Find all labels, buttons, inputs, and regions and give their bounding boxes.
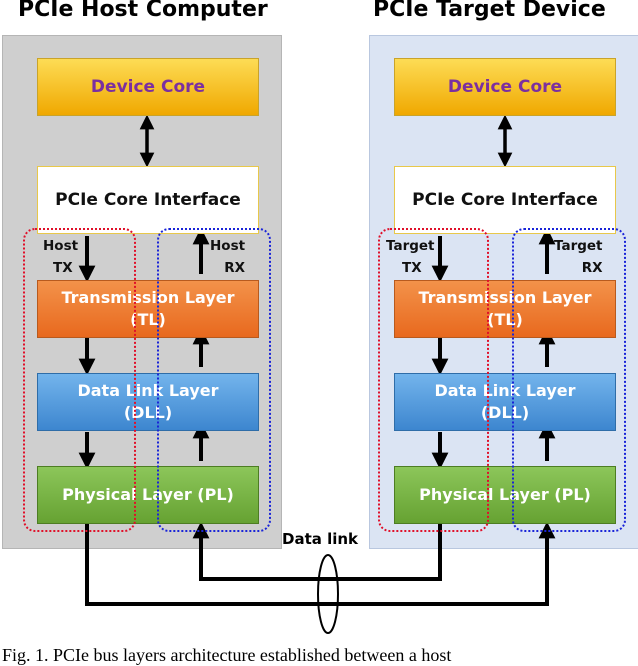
- link-target-rx: [85, 521, 556, 606]
- host-device-core: Device Core: [37, 58, 259, 116]
- host-tl-line1: Transmission Layer: [61, 288, 235, 308]
- link-host-rx: [192, 521, 442, 581]
- host-dll-line1: Data Link Layer: [77, 381, 219, 401]
- target-dll-line1: Data Link Layer: [434, 381, 576, 401]
- data-link-bundle: [317, 554, 339, 634]
- host-rx-label: Host RX: [210, 236, 245, 279]
- target-core-interface-label: PCIe Core Interface: [412, 189, 598, 210]
- host-tx-region: [23, 228, 136, 532]
- figure-caption: Fig. 1. PCIe bus layers architecture est…: [2, 645, 452, 665]
- target-pl-label: Physical Layer (PL): [419, 485, 591, 505]
- target-rx-label-line1: Target: [554, 238, 603, 254]
- host-core-interface-label: PCIe Core Interface: [55, 189, 241, 210]
- host-title: PCIe Host Computer: [18, 0, 268, 22]
- target-tx-region: [378, 228, 489, 532]
- data-link-label: Data link: [282, 530, 359, 548]
- host-rx-label-line1: Host: [210, 238, 246, 254]
- target-device-core-label: Device Core: [447, 76, 563, 97]
- host-tx-label: Host TX: [43, 236, 78, 279]
- target-physical-layer: Physical Layer (PL): [394, 466, 616, 524]
- host-tl-line2: (TL): [130, 310, 166, 329]
- target-tx-label-line1: Target: [386, 238, 435, 254]
- target-dll-line2: (DLL): [480, 403, 530, 422]
- host-tx-label-line2: TX: [53, 259, 73, 276]
- host-device-core-label: Device Core: [90, 76, 206, 97]
- target-rx-label-line2: RX: [581, 259, 603, 276]
- host-core-interface: PCIe Core Interface: [37, 166, 259, 234]
- host-physical-layer: Physical Layer (PL): [37, 466, 259, 524]
- target-title: PCIe Target Device: [373, 0, 606, 22]
- host-pl-label: Physical Layer (PL): [62, 485, 234, 505]
- target-tl-line1: Transmission Layer: [418, 288, 592, 308]
- target-rx-label: Target RX: [554, 236, 603, 279]
- target-data-link-layer: Data Link Layer (DLL): [394, 373, 616, 431]
- host-tx-label-line1: Host: [43, 238, 79, 254]
- host-transmission-layer: Transmission Layer (TL): [37, 280, 259, 338]
- host-data-link-layer: Data Link Layer (DLL): [37, 373, 259, 431]
- target-transmission-layer: Transmission Layer (TL): [394, 280, 616, 338]
- target-tx-label: Target TX: [386, 236, 435, 279]
- target-rx-region: [512, 228, 626, 532]
- target-core-interface: PCIe Core Interface: [394, 166, 616, 234]
- host-rx-label-line2: RX: [224, 259, 246, 276]
- target-tx-label-line2: TX: [402, 259, 422, 276]
- target-device-core: Device Core: [394, 58, 616, 116]
- host-rx-region: [157, 228, 271, 532]
